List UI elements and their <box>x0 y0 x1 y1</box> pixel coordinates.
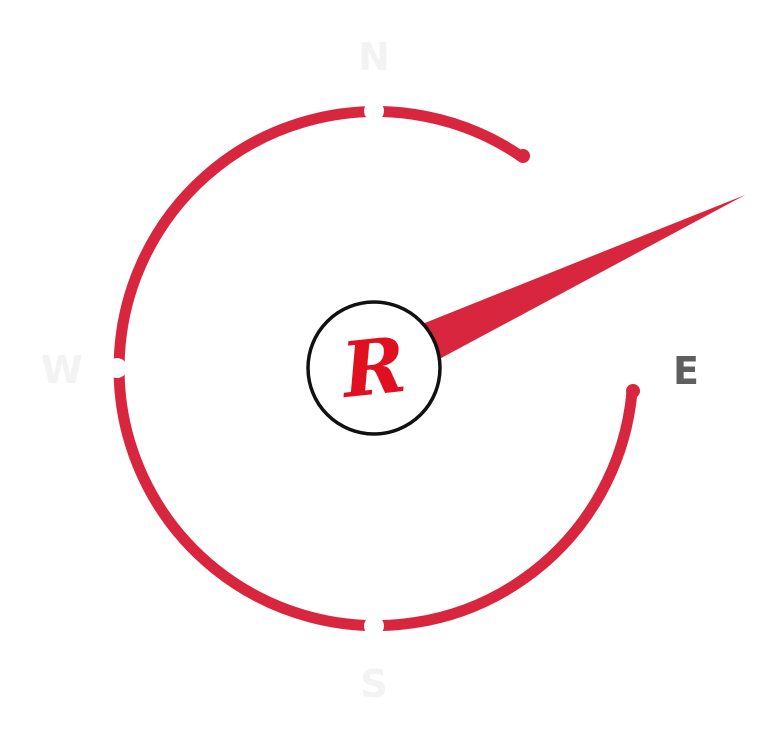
compass-ring <box>113 106 638 631</box>
compass-needle <box>414 194 746 364</box>
logo-letter: R <box>336 320 410 415</box>
ring-end-cap-east <box>626 384 640 398</box>
east-label: E <box>673 349 699 393</box>
center-hub <box>306 300 442 436</box>
south-notch <box>364 616 384 636</box>
west-label: W <box>41 348 83 392</box>
north-notch <box>364 101 384 121</box>
south-label: S <box>360 662 387 706</box>
west-notch <box>107 358 127 378</box>
north-label: N <box>358 35 390 79</box>
needle-shape <box>414 194 746 364</box>
ring-end-cap-north <box>516 149 530 163</box>
